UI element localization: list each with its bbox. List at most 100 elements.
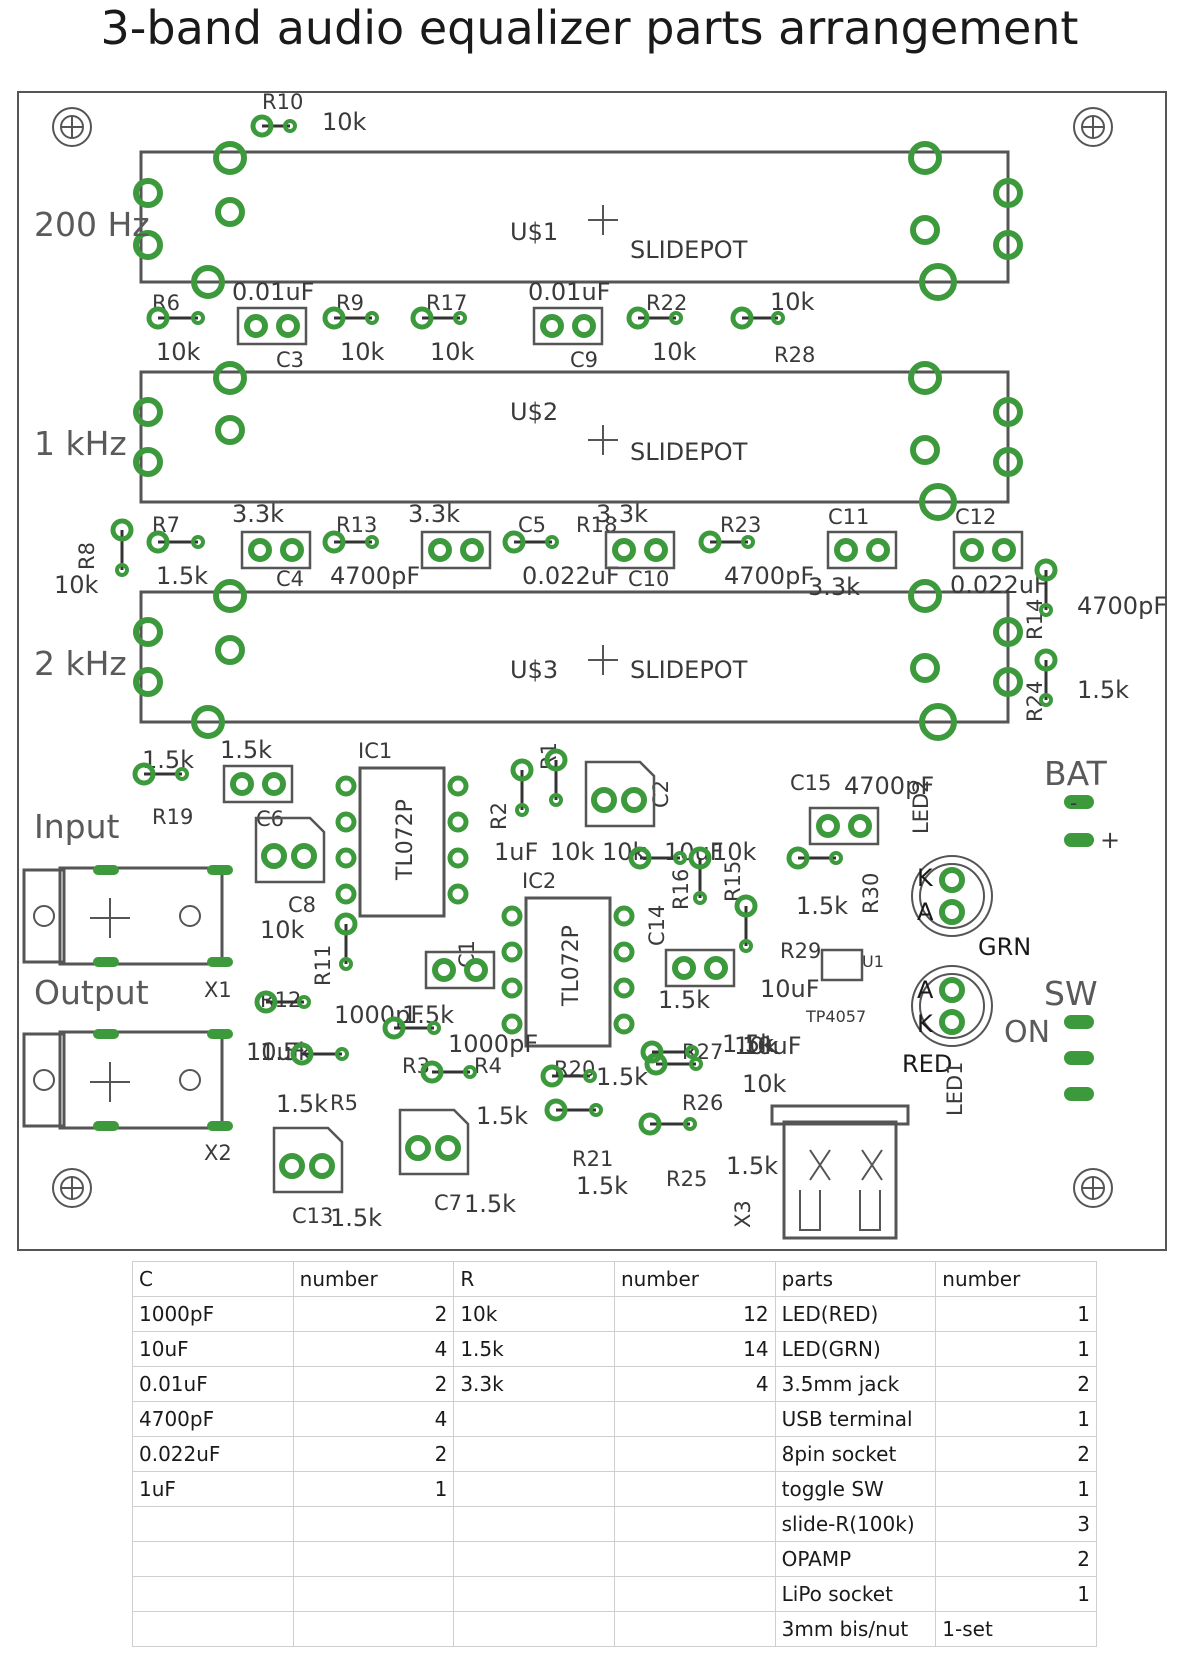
- component-value: 3.3k: [408, 500, 460, 528]
- component-value: 10uF: [742, 1032, 802, 1060]
- solder-pad: [683, 1117, 697, 1131]
- table-cell: [132, 1506, 294, 1542]
- solder-pad: [365, 311, 379, 325]
- solder-pad: [572, 314, 596, 338]
- solder-pad: [410, 306, 434, 330]
- solder-pad: [405, 1135, 431, 1161]
- designator-c7: C7: [434, 1191, 462, 1215]
- table-cell: [453, 1576, 615, 1612]
- solder-pad: [589, 1103, 603, 1117]
- led-pin-a: A: [917, 976, 934, 1004]
- solder-pad: [1034, 648, 1058, 672]
- mounting-hole-icon: [52, 107, 1113, 1208]
- solder-pad: [309, 1153, 335, 1179]
- table-cell: [613, 1506, 776, 1542]
- table-cell: [613, 1576, 776, 1612]
- component-value: 1.5k: [1077, 676, 1129, 704]
- component-value: 0.01uF: [232, 278, 314, 306]
- led-pin-a: A: [917, 898, 934, 926]
- band-label-200hz: 200 Hz: [34, 205, 150, 244]
- component-value: 1.5k: [596, 1063, 648, 1091]
- solder-pad: [464, 958, 488, 982]
- table-cell: 1: [935, 1401, 1097, 1437]
- solder-pad: [191, 535, 205, 549]
- designator-c2: C2: [649, 780, 673, 808]
- designator-r4: R4: [474, 1054, 502, 1078]
- table-cell: LED(GRN): [774, 1331, 937, 1367]
- solder-pad: [382, 1016, 406, 1040]
- battery-connector: [1064, 795, 1094, 847]
- solder-pad: [669, 311, 683, 325]
- designator-c9: C9: [570, 348, 598, 372]
- table-header-row: C number R number parts number: [132, 1261, 1097, 1297]
- solder-pad: [297, 995, 311, 1009]
- designator-led2: LED2: [909, 780, 933, 835]
- solder-pad: [626, 306, 650, 330]
- designator-led1: LED1: [943, 1062, 967, 1117]
- component-value: 1000pF: [334, 1001, 424, 1029]
- solder-pad: [1039, 603, 1053, 617]
- designator-ic2: IC2: [522, 869, 556, 893]
- solder-pad: [280, 538, 304, 562]
- table-cell: 1000pF: [132, 1296, 294, 1332]
- solder-pad: [290, 1042, 314, 1066]
- toggle-switch: [1064, 1015, 1094, 1101]
- solder-pad: [730, 306, 754, 330]
- table-cell: USB terminal: [774, 1401, 937, 1437]
- solder-pad: [428, 538, 452, 562]
- solder-pad: [262, 772, 286, 796]
- capacitor-footprint: [236, 306, 308, 346]
- solder-pad: [644, 538, 668, 562]
- solder-pad: [621, 787, 647, 813]
- table-cell: [453, 1436, 615, 1472]
- table-cell: 2: [935, 1436, 1097, 1472]
- header-cell: number: [935, 1261, 1097, 1297]
- table-row: slide-R(100k)3: [132, 1506, 1097, 1542]
- designator-c13: C13: [292, 1204, 333, 1228]
- audio-jack-x1: [22, 865, 233, 967]
- designator-c14: C14: [645, 905, 669, 946]
- slidepot-u2: [133, 361, 1023, 521]
- solder-pad: [741, 535, 755, 549]
- designator-r24: R24: [1023, 681, 1047, 722]
- designator-c4: C4: [276, 567, 304, 591]
- solder-pad: [848, 814, 872, 838]
- capacitor-footprint: [826, 530, 898, 570]
- solder-pad: [544, 748, 568, 772]
- designator-c3: C3: [276, 348, 304, 372]
- solder-pad: [248, 538, 272, 562]
- band-label-2khz: 2 kHz: [34, 644, 127, 683]
- component-value: 1.5k: [330, 1204, 382, 1232]
- component-value: 1.5k: [726, 1152, 778, 1180]
- capacitor-footprint: [240, 530, 312, 570]
- component-value: 10k: [602, 838, 647, 866]
- component-value: 4700pF: [844, 772, 934, 800]
- solder-pad: [115, 563, 129, 577]
- solder-pad: [672, 956, 696, 980]
- solder-pad: [689, 1057, 703, 1071]
- solder-pad: [502, 530, 526, 554]
- component-value: 10k: [742, 1070, 787, 1098]
- header-cell: parts: [774, 1261, 937, 1297]
- table-cell: [292, 1611, 455, 1647]
- table-cell: [613, 1471, 776, 1507]
- solder-pad: [435, 1135, 461, 1161]
- solder-pad: [829, 851, 843, 865]
- table-cell: [132, 1576, 294, 1612]
- table-cell: 4: [613, 1366, 776, 1402]
- charger-ic-u1: [820, 948, 864, 982]
- table-cell: 3: [935, 1506, 1097, 1542]
- u2-name: U$2: [510, 398, 558, 426]
- component-value: 1.5k: [220, 736, 272, 764]
- header-cell: C: [132, 1261, 294, 1297]
- solder-pad: [992, 538, 1016, 562]
- designator-tp4057: TP4057: [805, 1007, 866, 1026]
- table-cell: 10uF: [132, 1331, 294, 1367]
- capacitor-footprint: [604, 530, 676, 570]
- solder-pad: [110, 518, 134, 542]
